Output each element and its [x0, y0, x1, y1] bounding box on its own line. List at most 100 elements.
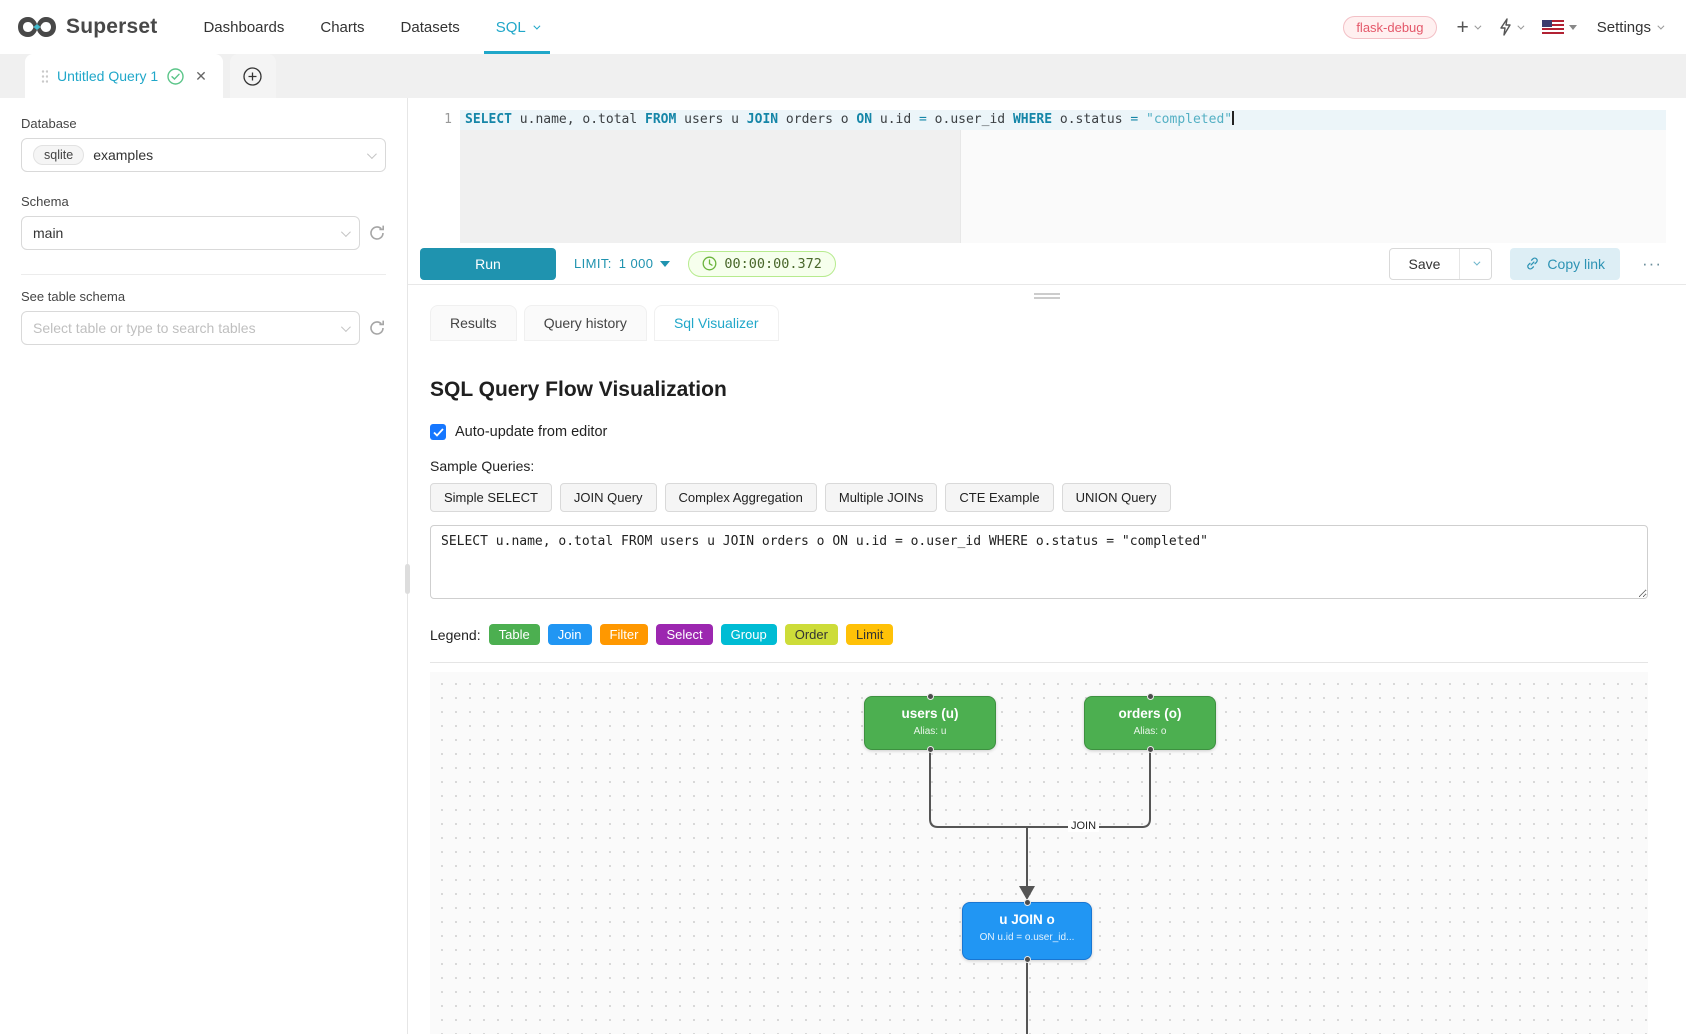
- table-schema-label: See table schema: [21, 289, 126, 304]
- flow-node-users[interactable]: users (u) Alias: u: [864, 693, 996, 753]
- auto-update-checkbox-row[interactable]: Auto-update from editor: [430, 424, 1648, 440]
- sample-multiple-joins[interactable]: Multiple JOINs: [824, 483, 938, 512]
- panel-title: SQL Query Flow Visualization: [430, 378, 727, 401]
- language-picker[interactable]: [1541, 20, 1577, 34]
- chevron-down-icon: [340, 321, 351, 332]
- database-select[interactable]: sqlite examples: [21, 138, 386, 172]
- close-icon[interactable]: ✕: [195, 67, 207, 84]
- nav-dashboards[interactable]: Dashboards: [203, 18, 285, 36]
- sql-code-line[interactable]: SELECT u.name, o.total FROM users u JOIN…: [465, 111, 1235, 127]
- legend-select: Select: [656, 624, 713, 645]
- query-tab[interactable]: Untitled Query 1 ✕: [25, 54, 223, 98]
- visualizer-sql-input[interactable]: SELECT u.name, o.total FROM users u JOIN…: [430, 525, 1648, 599]
- save-button[interactable]: Save: [1408, 255, 1441, 272]
- auto-update-label: Auto-update from editor: [455, 424, 608, 440]
- checkbox-checked-icon[interactable]: [430, 424, 446, 440]
- chevron-down-icon: [1474, 22, 1482, 30]
- schema-value: main: [33, 225, 64, 241]
- results-tabs: Results Query history Sql Visualizer: [408, 305, 1686, 341]
- legend-row: Legend: Table Join Filter Select Group O…: [430, 624, 1648, 645]
- sample-query-buttons: Simple SELECT JOIN Query Complex Aggrega…: [430, 483, 1648, 512]
- node-handle[interactable]: [1146, 746, 1154, 753]
- chevron-down-icon: [533, 22, 541, 30]
- tab-query-history[interactable]: Query history: [523, 305, 647, 341]
- flow-edges: [929, 752, 1151, 1034]
- table-select-placeholder: Select table or type to search tables: [33, 320, 256, 336]
- flow-node-join[interactable]: u JOIN o ON u.id = o.user_id...: [962, 899, 1092, 963]
- flow-node-orders[interactable]: orders (o) Alias: o: [1084, 693, 1216, 753]
- new-query-tab-button[interactable]: [229, 54, 276, 98]
- sample-union-query[interactable]: UNION Query: [1061, 483, 1171, 512]
- main-nav: Dashboards Charts Datasets SQL: [185, 0, 555, 54]
- legend-group: Group: [720, 624, 777, 645]
- copy-link-button[interactable]: Copy link: [1510, 247, 1621, 280]
- clock-icon: [702, 256, 717, 271]
- superset-logo[interactable]: Superset: [16, 14, 157, 40]
- lightning-icon: [1500, 18, 1511, 36]
- query-timer-badge: 00:00:00.372: [688, 250, 836, 277]
- tab-results[interactable]: Results: [430, 305, 517, 341]
- query-search-button[interactable]: [1499, 18, 1525, 36]
- superset-infinity-icon: [18, 17, 56, 37]
- legend-divider: [430, 662, 1648, 663]
- nav-datasets[interactable]: Datasets: [400, 18, 460, 36]
- sample-simple-select[interactable]: Simple SELECT: [430, 483, 552, 512]
- node-handle[interactable]: [1023, 956, 1031, 963]
- nav-charts[interactable]: Charts: [320, 18, 365, 36]
- drag-handle-icon[interactable]: [41, 69, 48, 83]
- node-handle[interactable]: [926, 746, 934, 753]
- chevron-down-icon: [366, 148, 377, 159]
- node-handle[interactable]: [1146, 693, 1154, 700]
- refresh-icon[interactable]: [368, 319, 386, 337]
- run-button[interactable]: Run: [420, 247, 556, 280]
- table-select[interactable]: Select table or type to search tables: [21, 311, 360, 345]
- caret-down-icon: [660, 260, 671, 267]
- plus-circle-icon: [243, 66, 263, 86]
- node-handle[interactable]: [1023, 899, 1031, 906]
- schema-label: Schema: [21, 194, 69, 209]
- flow-canvas[interactable]: JOIN users (u) Alias: u orders (o) Alias…: [430, 672, 1648, 1034]
- db-engine-badge: sqlite: [33, 145, 85, 165]
- chevron-down-icon: [1517, 22, 1525, 30]
- legend-label: Legend:: [430, 626, 481, 643]
- chevron-down-icon: [1473, 258, 1481, 266]
- us-flag-icon: [1541, 20, 1564, 34]
- chevron-down-icon: [1657, 22, 1665, 30]
- caret-down-icon: [1568, 24, 1577, 30]
- database-label: Database: [21, 116, 77, 131]
- sample-join-query[interactable]: JOIN Query: [559, 483, 657, 512]
- save-dropdown-button[interactable]: [1459, 248, 1491, 279]
- new-item-button[interactable]: +: [1456, 15, 1482, 39]
- refresh-icon[interactable]: [368, 224, 386, 242]
- legend-filter: Filter: [599, 624, 649, 645]
- schema-select[interactable]: main: [21, 216, 360, 250]
- sample-queries-label: Sample Queries:: [430, 458, 535, 474]
- sidebar-resize-handle[interactable]: [405, 564, 410, 594]
- sample-cte-example[interactable]: CTE Example: [945, 483, 1054, 512]
- legend-join: Join: [547, 624, 592, 645]
- legend-order: Order: [784, 624, 838, 645]
- text-cursor: [1232, 111, 1235, 125]
- query-tab-strip: Untitled Query 1 ✕: [0, 54, 1686, 98]
- plus-icon: +: [1456, 15, 1469, 39]
- legend-limit: Limit: [845, 624, 894, 645]
- editor-toolbar: Run LIMIT: 1 000 00:00:00.372 Save: [408, 243, 1686, 285]
- sqllab-sidebar: Database sqlite examples Schema main See…: [0, 98, 410, 1034]
- node-handle[interactable]: [926, 693, 934, 700]
- link-icon: [1527, 257, 1539, 270]
- panel-resize-handle[interactable]: [1034, 291, 1060, 301]
- sample-complex-aggregation[interactable]: Complex Aggregation: [664, 483, 817, 512]
- settings-menu[interactable]: Settings: [1597, 19, 1665, 36]
- top-navbar: Superset Dashboards Charts Datasets SQL …: [0, 0, 1686, 54]
- tab-sql-visualizer[interactable]: Sql Visualizer: [653, 305, 779, 341]
- sidebar-divider: [21, 274, 386, 275]
- brand-name: Superset: [66, 15, 158, 38]
- database-value: examples: [93, 147, 154, 163]
- sql-editor[interactable]: 1 SELECT u.name, o.total FROM users u JO…: [420, 110, 1666, 244]
- nav-sql[interactable]: SQL: [478, 0, 556, 54]
- editor-active-line: [460, 110, 1666, 130]
- saved-check-icon: [167, 67, 184, 85]
- limit-dropdown[interactable]: LIMIT: 1 000: [574, 256, 671, 271]
- editor-gutter: 1: [420, 110, 460, 244]
- more-actions-button[interactable]: ···: [1642, 253, 1662, 273]
